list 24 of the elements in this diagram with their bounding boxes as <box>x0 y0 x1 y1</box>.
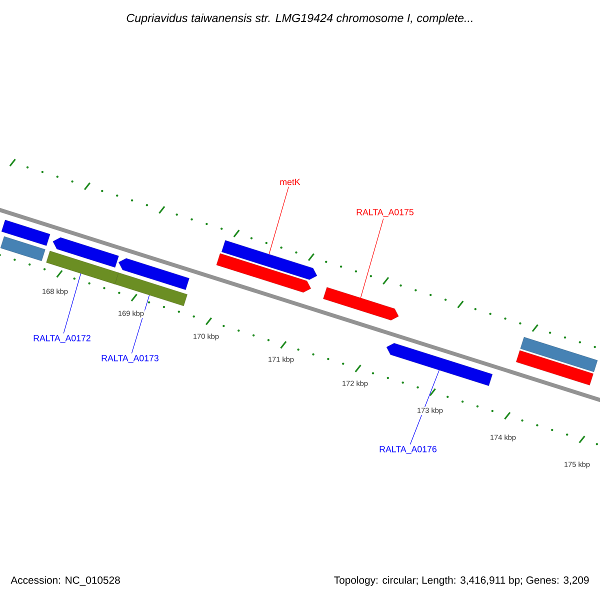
gene-label: RALTA_A0175 <box>356 209 414 217</box>
gene-label: metK <box>280 178 300 186</box>
gene-feature <box>216 253 311 293</box>
accession-text: Accession: NC_010528 <box>10 576 120 586</box>
leader-line <box>63 273 82 334</box>
gene-feature <box>46 250 119 284</box>
genome-info-text: Topology: circular; Length: 3,416,911 bp; Genes: 3,209 <box>334 576 589 586</box>
gene-feature <box>386 343 492 386</box>
gene-feature <box>118 258 190 290</box>
gene-feature <box>114 272 188 306</box>
gene-label: RALTA_A0172 <box>34 335 90 343</box>
gene-feature <box>520 337 598 372</box>
gene-feature <box>1 220 50 246</box>
gene-label: RALTA_A0176 <box>380 446 436 454</box>
gene-feature <box>516 350 594 386</box>
gene-feature <box>222 240 318 280</box>
gene-label: RALTA_A0173 <box>102 355 158 363</box>
leader-line <box>410 370 440 445</box>
title: Cupriavidus taiwanensis str. LMG19424 chromosome I, complete... <box>126 14 472 24</box>
leader-line <box>360 218 384 298</box>
leader-line <box>131 294 150 354</box>
gene-feature <box>52 237 119 268</box>
gene-feature <box>323 287 399 320</box>
gene-feature <box>0 236 46 262</box>
